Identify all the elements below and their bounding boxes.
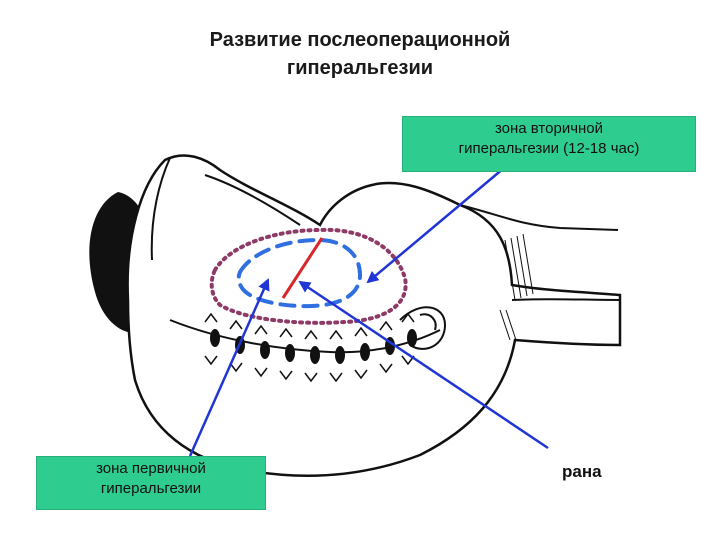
pelvis-outline (399, 306, 447, 350)
page-title: Развитие послеоперационной гиперальгезии (110, 26, 610, 82)
right-leg-hatching (499, 233, 534, 341)
secondary-hyperalgesia-zone (209, 227, 408, 325)
secondary-zone-label-line-1: зона вторичной (494, 120, 604, 137)
title-line-1: Развитие послеоперационной (209, 29, 511, 51)
secondary-zone-label: зона вторичной гиперальгезии (12-18 час) (402, 116, 696, 172)
primary-hyperalgesia-zone (236, 237, 363, 309)
primary-zone-label-line-1: зона первичной (96, 460, 206, 477)
vertebra-processes (204, 312, 415, 383)
title-line-2: гиперальгезии (286, 57, 434, 79)
arrow-wound (298, 280, 549, 450)
left-leg-outline (150, 157, 301, 261)
wound-label: рана (562, 462, 602, 481)
arrow-secondary-zone (366, 167, 505, 284)
primary-zone-label-line-2: гиперальгезии (100, 480, 202, 497)
secondary-zone-label-line-2: гиперальгезии (12-18 час) (458, 140, 640, 157)
arrow-primary-zone (188, 278, 270, 457)
wound-incision-line (281, 237, 324, 299)
primary-zone-label: зона первичной гиперальгезии (36, 456, 266, 510)
right-leg-outline (459, 204, 621, 301)
